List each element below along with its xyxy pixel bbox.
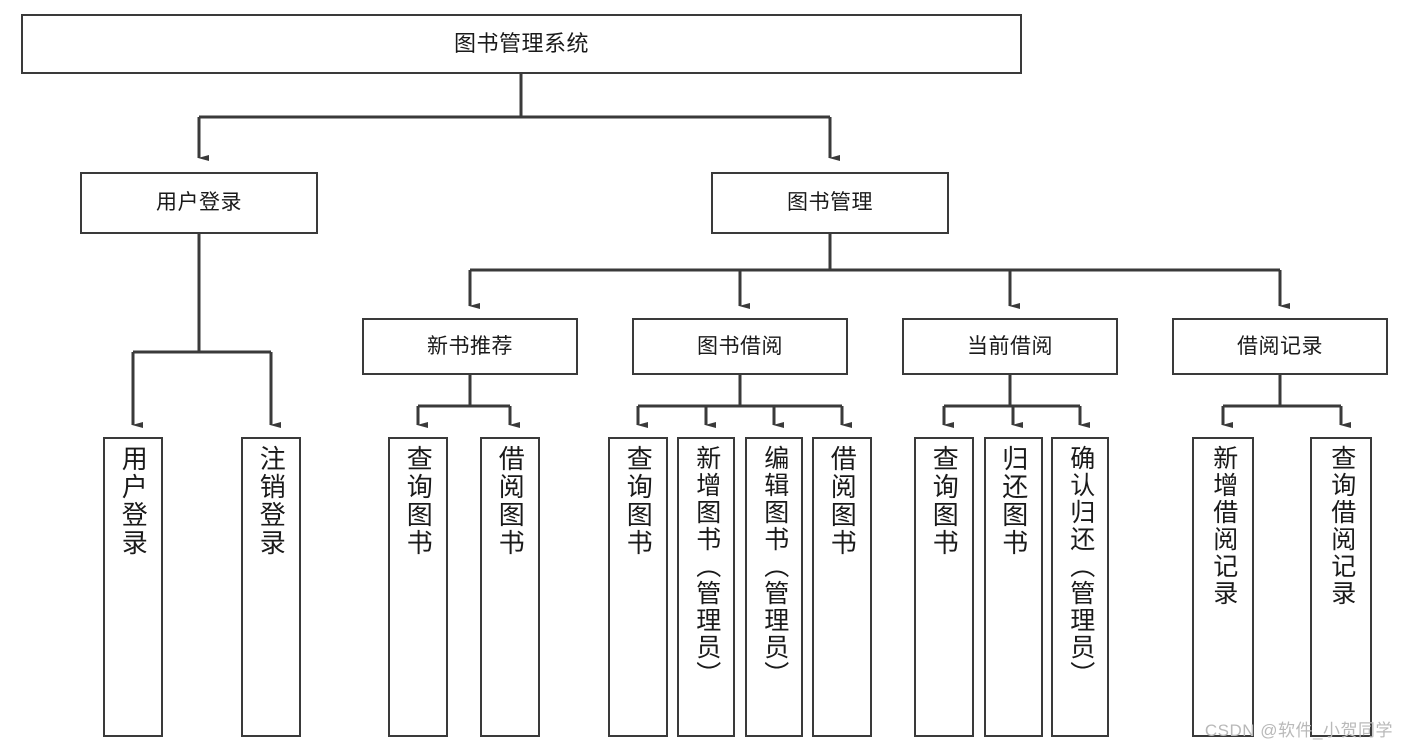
node-new-book-recommend-label: 新书推荐 — [427, 334, 513, 358]
watermark: CSDN @软件_小贺同学 — [1204, 721, 1393, 740]
node-borrow-record-label: 借阅记录 — [1237, 334, 1323, 358]
node-leaf-query-record[interactable]: 查询借阅记录 — [1310, 437, 1372, 737]
node-leaf-borrow-book-2-label: 借阅图书 — [827, 445, 858, 557]
node-leaf-edit-book[interactable]: 编辑图书（管理员） — [745, 437, 803, 737]
node-book-manage[interactable]: 图书管理 — [711, 172, 949, 234]
node-new-book-recommend[interactable]: 新书推荐 — [362, 318, 578, 375]
node-leaf-confirm-return-label: 确认归还（管理员） — [1066, 445, 1095, 688]
node-leaf-borrow-book-1[interactable]: 借阅图书 — [480, 437, 540, 737]
node-leaf-confirm-return[interactable]: 确认归还（管理员） — [1051, 437, 1109, 737]
node-leaf-query-book-1[interactable]: 查询图书 — [388, 437, 448, 737]
node-borrow-record[interactable]: 借阅记录 — [1172, 318, 1388, 375]
node-root[interactable]: 图书管理系统 — [21, 14, 1022, 74]
node-leaf-query-record-label: 查询借阅记录 — [1327, 445, 1356, 607]
node-leaf-add-book[interactable]: 新增图书（管理员） — [677, 437, 735, 737]
node-leaf-logout-label: 注销登录 — [256, 445, 287, 557]
node-leaf-query-book-3[interactable]: 查询图书 — [914, 437, 974, 737]
node-root-label: 图书管理系统 — [453, 30, 589, 56]
node-current-borrow-label: 当前借阅 — [967, 334, 1053, 358]
node-leaf-edit-book-label: 编辑图书（管理员） — [760, 445, 789, 688]
node-leaf-logout[interactable]: 注销登录 — [241, 437, 301, 737]
node-leaf-query-book-3-label: 查询图书 — [929, 445, 960, 557]
node-leaf-borrow-book-2[interactable]: 借阅图书 — [812, 437, 872, 737]
node-leaf-query-book-1-label: 查询图书 — [403, 445, 434, 557]
node-user-login[interactable]: 用户登录 — [80, 172, 318, 234]
node-leaf-return-book[interactable]: 归还图书 — [984, 437, 1043, 737]
node-leaf-query-book-2-label: 查询图书 — [623, 445, 654, 557]
node-book-borrow[interactable]: 图书借阅 — [632, 318, 848, 375]
node-leaf-add-record[interactable]: 新增借阅记录 — [1192, 437, 1254, 737]
node-book-manage-label: 图书管理 — [787, 191, 873, 215]
node-leaf-user-login-label: 用户登录 — [118, 445, 149, 557]
node-leaf-user-login[interactable]: 用户登录 — [103, 437, 163, 737]
node-leaf-query-book-2[interactable]: 查询图书 — [608, 437, 668, 737]
node-leaf-add-book-label: 新增图书（管理员） — [692, 445, 721, 688]
node-leaf-add-record-label: 新增借阅记录 — [1209, 445, 1238, 607]
node-user-login-label: 用户登录 — [156, 191, 242, 215]
node-leaf-return-book-label: 归还图书 — [998, 445, 1029, 557]
node-current-borrow[interactable]: 当前借阅 — [902, 318, 1118, 375]
node-book-borrow-label: 图书借阅 — [697, 334, 783, 358]
node-leaf-borrow-book-1-label: 借阅图书 — [495, 445, 526, 557]
